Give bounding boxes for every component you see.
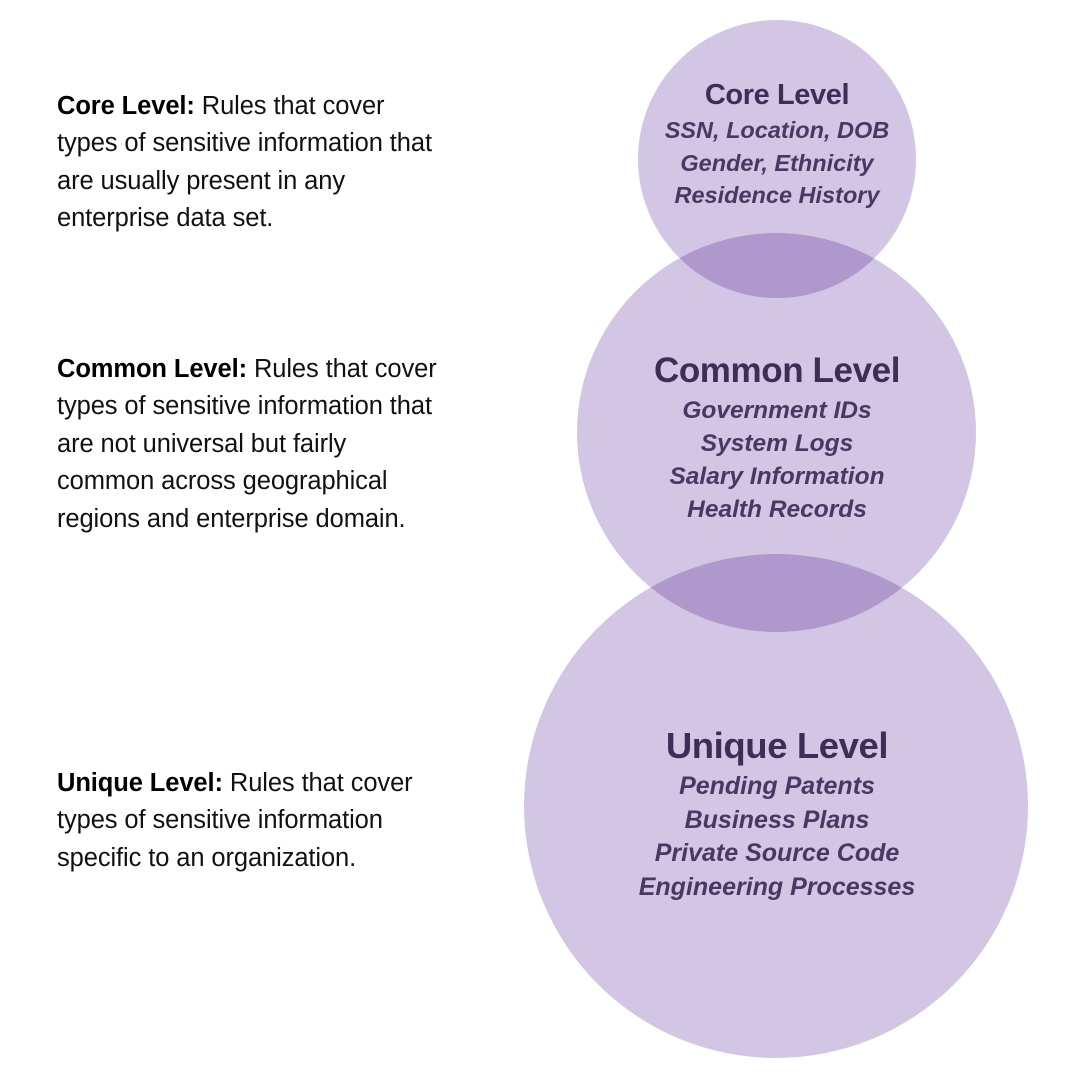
venn-item-unique-3: Private Source Code	[654, 839, 900, 867]
description-unique-lead: Unique Level:	[57, 768, 223, 797]
venn-title-core: Core Level	[704, 79, 850, 111]
description-common-body: Rules that cover types of sensitive info…	[57, 354, 437, 533]
venn-group-unique: Unique Level Pending Patents Business Pl…	[517, 722, 1037, 904]
venn-item-common-2: System Logs	[700, 430, 854, 457]
venn-item-core-3: Residence History	[674, 182, 880, 208]
description-unique-body: Rules that cover types of sensitive info…	[57, 768, 413, 872]
description-column: Core Level: Rules that cover types of se…	[57, 0, 457, 1080]
venn-item-unique-4: Engineering Processes	[638, 872, 916, 901]
venn-item-core-1: SSN, Location, DOB	[664, 117, 890, 143]
venn-title-common: Common Level	[653, 351, 901, 390]
venn-title-unique: Unique Level	[665, 725, 889, 766]
venn-item-core-2: Gender, Ethnicity	[680, 149, 874, 176]
description-core-lead: Core Level:	[57, 91, 195, 120]
venn-group-common: Common Level Government IDs System Logs …	[517, 348, 1037, 526]
venn-item-unique-1: Pending Patents	[679, 772, 875, 800]
description-common: Common Level: Rules that cover types of …	[57, 351, 449, 539]
description-core: Core Level: Rules that cover types of se…	[57, 88, 449, 238]
venn-item-common-1: Government IDs	[682, 397, 872, 424]
venn-group-core: Core Level SSN, Location, DOB Gender, Et…	[517, 76, 1037, 212]
venn-item-unique-2: Business Plans	[684, 805, 870, 834]
description-common-lead: Common Level:	[57, 354, 247, 383]
description-unique: Unique Level: Rules that cover types of …	[57, 765, 449, 878]
venn-circle-unique	[524, 554, 1028, 1058]
description-core-body: Rules that cover types of sensitive info…	[57, 91, 432, 233]
venn-item-common-3: Salary Information	[669, 463, 885, 490]
venn-item-common-4: Health Records	[687, 496, 867, 523]
